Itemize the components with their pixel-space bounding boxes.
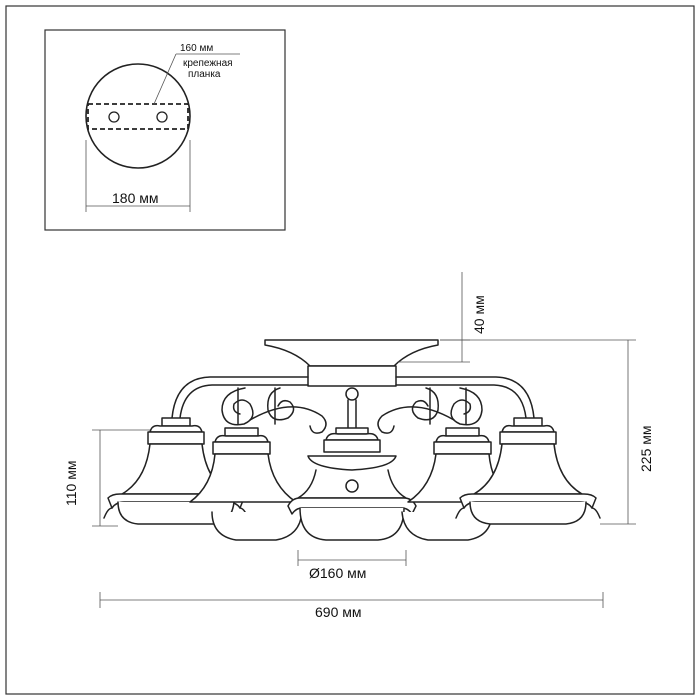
dimensions — [92, 272, 636, 608]
hub-block — [307, 365, 397, 387]
arm-rail-left-outer — [171, 376, 309, 419]
arm-rail-left-inner — [179, 384, 309, 419]
screw-hole-left — [108, 111, 120, 123]
center-stem — [347, 399, 357, 429]
lamp-left — [189, 427, 303, 541]
inset-label-160: 160 мм — [180, 43, 213, 54]
inset-label-plate-2: планка — [188, 69, 221, 80]
scroll-left-2 — [267, 387, 295, 421]
inset-frame — [44, 29, 286, 231]
scroll-left-3 — [249, 406, 327, 434]
label-110: 110 мм — [63, 461, 79, 506]
base-circle — [85, 63, 191, 169]
lamp-center — [287, 427, 417, 541]
label-225: 225 мм — [638, 426, 654, 473]
arm-rail-right-outer — [395, 376, 535, 419]
label-d160: Ø160 мм — [309, 565, 366, 581]
inset-label-180: 180 мм — [112, 190, 159, 206]
scroll-left-1 — [221, 387, 254, 426]
lamp-far-left — [103, 417, 249, 525]
inset-label-plate-1: крепежная — [183, 58, 233, 69]
chandelier — [103, 339, 601, 541]
arm-rail-right-inner — [395, 384, 527, 419]
page-frame — [5, 5, 695, 695]
leader-160 — [153, 53, 177, 105]
inset-panel: 160 мм крепежная планка 180 мм — [44, 29, 286, 231]
mounting-plate — [87, 103, 189, 130]
stem-ball-top — [345, 387, 359, 401]
scroll-right-2 — [411, 387, 439, 421]
lamp-far-right — [455, 417, 601, 525]
label-40: 40 мм — [471, 295, 487, 334]
screw-hole-right — [156, 111, 168, 123]
scroll-right-3 — [377, 406, 455, 434]
scroll-right-1 — [450, 387, 483, 426]
label-690: 690 мм — [315, 604, 362, 620]
